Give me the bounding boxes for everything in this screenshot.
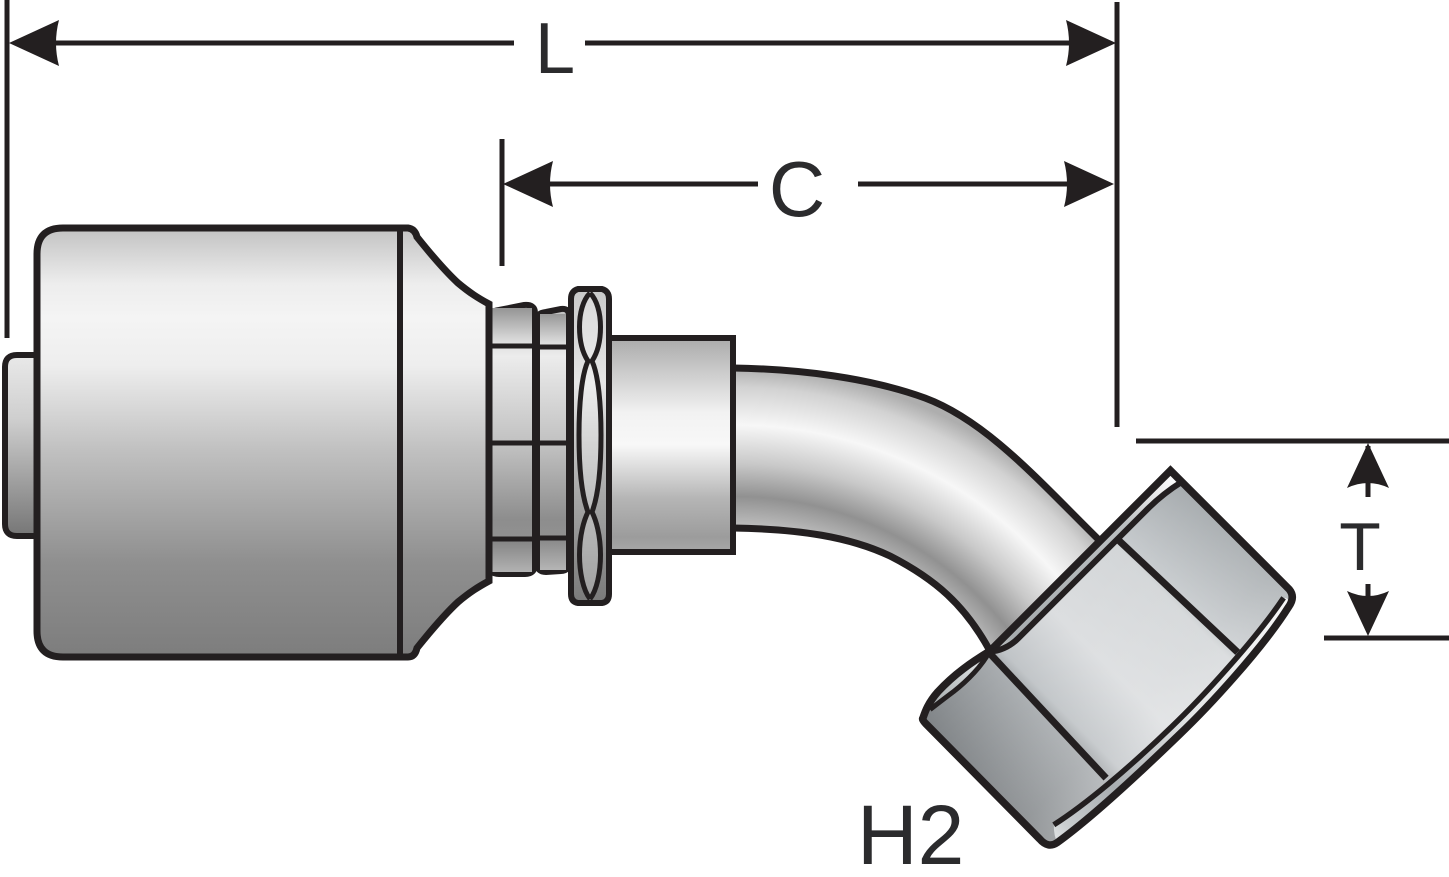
svg-text:L: L xyxy=(535,9,575,89)
svg-text:H2: H2 xyxy=(857,788,964,877)
svg-text:C: C xyxy=(769,145,825,233)
svg-text:T: T xyxy=(1339,509,1381,585)
